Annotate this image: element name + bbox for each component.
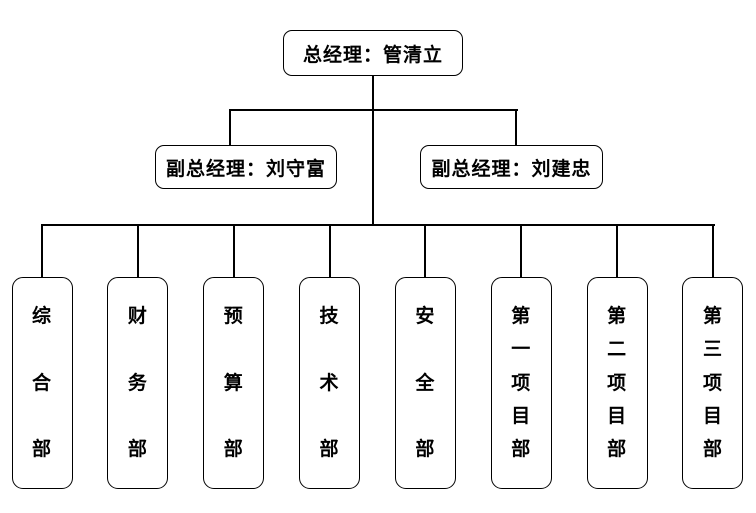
node-department-3: 预算部 <box>203 277 265 489</box>
label-char: 术 <box>319 372 340 394</box>
label-char: 技 <box>319 306 340 327</box>
department-label: 安全部 <box>415 307 435 459</box>
deputy-manager-2-label: 副总经理：刘建忠 <box>431 158 592 180</box>
label-char: 部 <box>415 439 436 460</box>
department-label: 综合部 <box>32 307 52 459</box>
node-department-8: 第三项目部 <box>682 277 744 489</box>
node-department-4: 技术部 <box>299 277 361 489</box>
label-char: 三 <box>702 339 723 361</box>
label-char: 部 <box>511 439 532 460</box>
label-char: 部 <box>319 439 340 460</box>
node-deputy-manager-2: 副总经理：刘建忠 <box>420 145 603 189</box>
label-char: 务 <box>127 372 148 394</box>
label-char: 第 <box>702 306 723 327</box>
label-char: 合 <box>31 372 52 394</box>
label-char: 安 <box>415 306 436 327</box>
department-label: 财务部 <box>128 307 148 459</box>
department-label: 预算部 <box>224 307 244 459</box>
department-label: 第二项目部 <box>607 307 627 459</box>
connector-drop-department-2 <box>136 224 139 278</box>
label-char: 财 <box>127 306 148 327</box>
label-char: 第 <box>607 306 628 327</box>
connector-drop-department-6 <box>520 224 523 278</box>
label-char: 全 <box>415 372 436 394</box>
label-char: 算 <box>223 372 244 394</box>
connector-drop-department-7 <box>616 224 619 278</box>
node-department-6: 第一项目部 <box>490 277 552 489</box>
label-char: 预 <box>223 306 244 327</box>
label-char: 部 <box>223 439 244 460</box>
general-manager-label: 总经理：管清立 <box>302 44 443 66</box>
label-char: 项 <box>702 372 723 394</box>
connector-drop-deputy-1 <box>229 109 231 146</box>
department-label: 第一项目部 <box>511 307 531 459</box>
connector-drop-department-4 <box>328 224 331 278</box>
connector-level3-rail <box>41 224 715 226</box>
label-char: 部 <box>127 439 148 460</box>
connector-drop-department-3 <box>232 224 235 278</box>
department-label: 技术部 <box>320 307 340 459</box>
deputy-manager-1-label: 副总经理：刘守富 <box>165 158 326 180</box>
node-department-2: 财务部 <box>107 277 169 489</box>
label-char: 项 <box>511 372 532 394</box>
label-char: 目 <box>511 405 532 427</box>
department-label: 第三项目部 <box>703 307 723 459</box>
label-char: 部 <box>607 439 628 460</box>
node-department-7: 第二项目部 <box>586 277 648 489</box>
node-department-1: 综合部 <box>11 277 73 489</box>
label-char: 部 <box>31 439 52 460</box>
connector-drop-department-1 <box>41 224 43 278</box>
connector-drop-department-8 <box>711 224 714 278</box>
label-char: 二 <box>607 339 628 361</box>
label-char: 综 <box>31 306 52 327</box>
label-char: 部 <box>702 439 723 460</box>
label-char: 第 <box>511 306 532 327</box>
node-department-5: 安全部 <box>394 277 456 489</box>
connector-spine <box>372 76 374 226</box>
node-general-manager: 总经理：管清立 <box>283 30 463 76</box>
node-deputy-manager-1: 副总经理：刘守富 <box>155 145 337 189</box>
connector-drop-department-5 <box>424 224 427 278</box>
connector-level2-rail <box>229 109 518 111</box>
label-char: 目 <box>607 405 628 427</box>
label-char: 项 <box>607 372 628 394</box>
connector-drop-deputy-2 <box>515 109 517 146</box>
label-char: 目 <box>702 405 723 427</box>
label-char: 一 <box>511 339 532 361</box>
